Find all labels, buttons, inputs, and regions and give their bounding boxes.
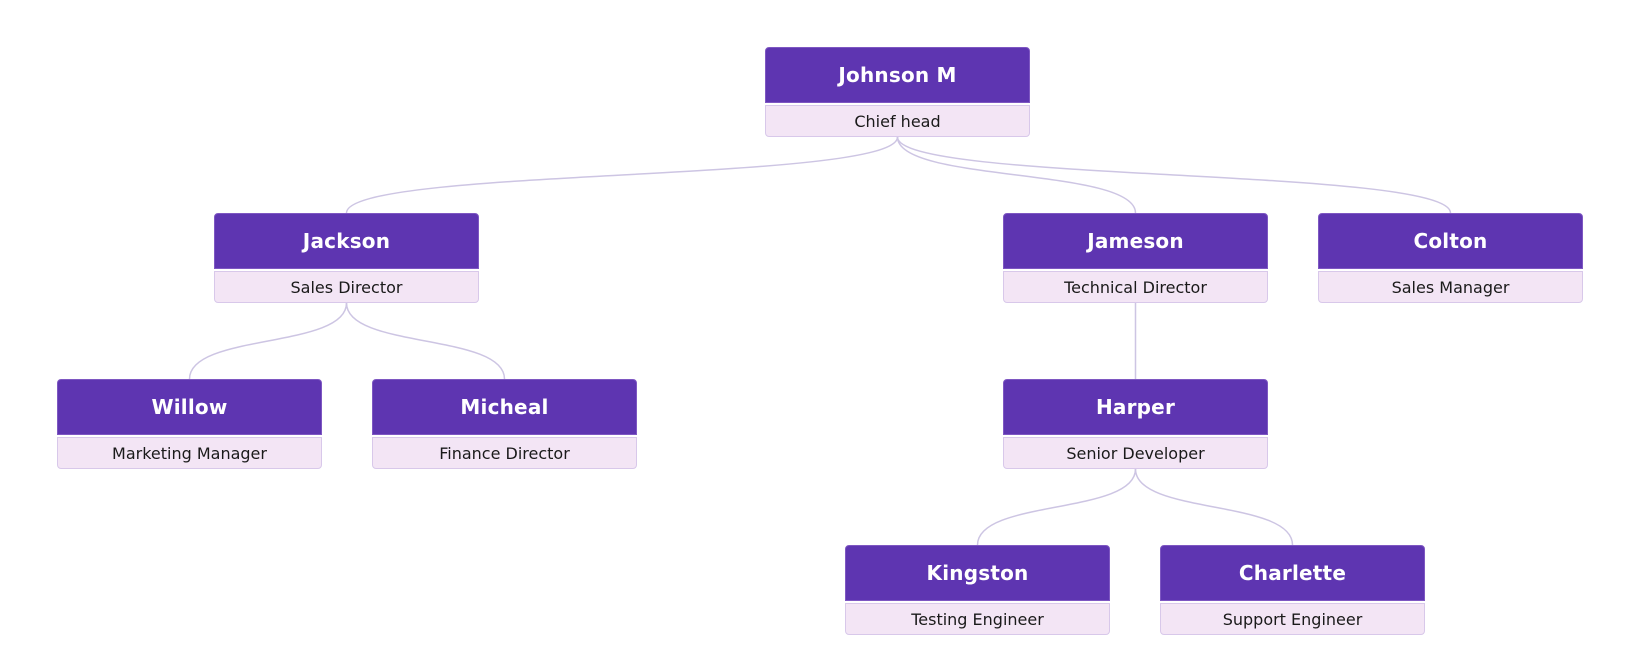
connector-jackson-micheal <box>345 302 506 380</box>
node-name: Willow <box>57 379 322 435</box>
org-node-jackson[interactable]: Jackson Sales Director <box>214 213 479 303</box>
node-name: Johnson M <box>765 47 1030 103</box>
node-name: Kingston <box>845 545 1110 601</box>
org-node-kingston[interactable]: Kingston Testing Engineer <box>845 545 1110 635</box>
node-title: Support Engineer <box>1160 603 1425 635</box>
org-node-harper[interactable]: Harper Senior Developer <box>1003 379 1268 469</box>
node-name: Charlette <box>1160 545 1425 601</box>
node-title: Technical Director <box>1003 271 1268 303</box>
org-node-jameson[interactable]: Jameson Technical Director <box>1003 213 1268 303</box>
node-title: Finance Director <box>372 437 637 469</box>
connector-johnson-jameson <box>896 136 1137 214</box>
node-title: Chief head <box>765 105 1030 137</box>
connector-jackson-willow <box>188 302 348 380</box>
connector-harper-charlette <box>1134 468 1294 546</box>
node-title: Marketing Manager <box>57 437 322 469</box>
org-node-micheal[interactable]: Micheal Finance Director <box>372 379 637 469</box>
org-node-johnson[interactable]: Johnson M Chief head <box>765 47 1030 137</box>
node-title: Sales Manager <box>1318 271 1583 303</box>
node-name: Jameson <box>1003 213 1268 269</box>
node-name: Colton <box>1318 213 1583 269</box>
connector-johnson-jackson <box>345 136 899 214</box>
connector-johnson-colton <box>896 136 1452 214</box>
node-name: Micheal <box>372 379 637 435</box>
org-node-charlette[interactable]: Charlette Support Engineer <box>1160 545 1425 635</box>
connector-harper-kingston <box>976 468 1137 546</box>
node-name: Jackson <box>214 213 479 269</box>
node-title: Testing Engineer <box>845 603 1110 635</box>
node-title: Senior Developer <box>1003 437 1268 469</box>
org-node-willow[interactable]: Willow Marketing Manager <box>57 379 322 469</box>
org-node-colton[interactable]: Colton Sales Manager <box>1318 213 1583 303</box>
node-title: Sales Director <box>214 271 479 303</box>
node-name: Harper <box>1003 379 1268 435</box>
